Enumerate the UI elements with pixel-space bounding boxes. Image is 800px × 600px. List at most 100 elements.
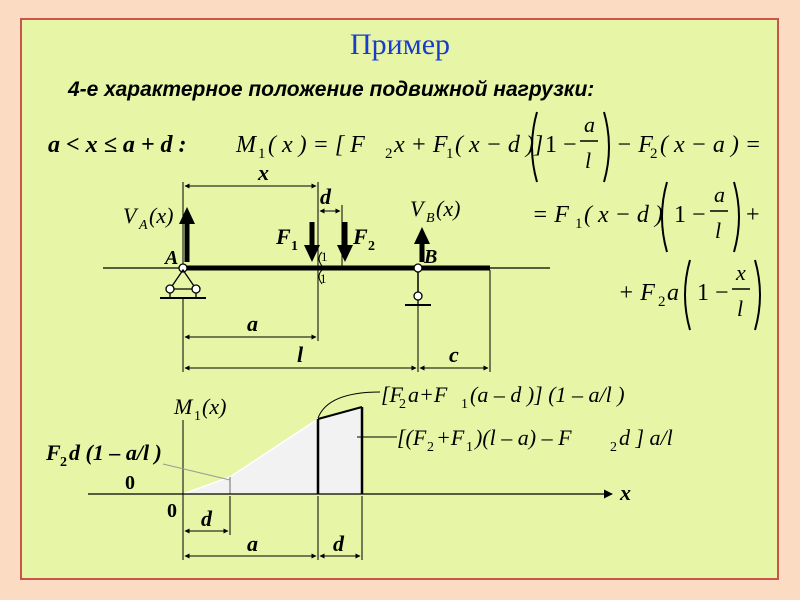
formula-line2-eq: = F [532,202,569,228]
dim-c-label: c [449,342,459,367]
formula-line3-num: x [735,260,746,285]
vb-arg: (x) [436,196,460,221]
formula-line2-arg: ( x − d ) [584,202,663,228]
formula-line3-a: a [667,280,679,306]
section-mark-top [318,251,323,267]
load-f1-head [304,245,320,262]
moment-title-m: M [173,394,194,419]
content-panel [20,18,779,580]
formula-line-1: a < x ≤ a + d : M 1 ( x ) = [ F 2 x + F … [48,111,761,183]
dim-l-label: l [297,342,304,367]
moment-area [183,407,362,494]
f1-sub: 1 [291,239,298,254]
f1-label: F [275,224,291,249]
formula-line3-den: l [737,296,743,321]
moment-label-mid-c: )(l – a) – F [473,425,572,450]
support-b-label: B [423,246,437,268]
va-label: V [123,203,139,228]
paren-right-1 [603,111,610,183]
formula-line2-plus: + [746,202,760,228]
moment-label-top-sub2: 2 [399,397,406,412]
paren-left-2 [661,181,668,253]
section-label-top: 1 [321,249,328,264]
va-sub: A [138,218,148,233]
formula-sub-2c: 2 [658,294,666,310]
formula-sub-1b: 1 [575,216,583,232]
formula-lhs-sub: 1 [258,146,266,162]
dim-d-label: d [320,184,332,209]
support-b-node [413,291,423,301]
support-a-node-left [165,284,175,294]
moment-label-left: F [45,440,61,465]
moment-label-mid: [(F [397,425,427,450]
dim-bottom-d1: d [201,506,213,531]
moment-label-top: [F [381,382,404,407]
formula-line3-one: 1 − [697,280,729,306]
moment-title-arg: (x) [202,394,226,419]
beam-scheme: x d A B V [103,160,550,372]
load-f2-head [337,245,353,262]
reaction-va-head [179,207,195,224]
formula-term1-arg: ( x − d )] [455,132,543,158]
section-label-bottom: 1 [320,271,327,286]
moment-label-top-a: a+F [408,382,448,407]
formula-sub-1a: 1 [446,146,454,162]
paren-right-2 [733,181,740,253]
slide-subtitle: 4-е характерное положение подвижной нагр… [68,78,595,101]
formula-term1-tail: x + F [393,132,448,158]
moment-label-top-sub1: 1 [461,397,468,412]
moment-diagram: x M 1 (x) 0 0 [F 2 a+F 1 (a – d )] (1 – … [45,382,673,560]
support-a-pin [178,263,188,273]
formula-frac-den: l [585,148,591,173]
formula-paren1-one: 1 − [545,132,577,158]
f2-sub: 2 [368,239,375,254]
dim-a-label: a [247,311,258,336]
vb-label: V [410,196,426,221]
formula-condition: a < x ≤ a + d : [48,132,187,158]
paren-right-3 [754,259,761,331]
formula-line2-num: a [714,182,725,207]
moment-zero-left: 0 [125,472,135,494]
moment-label-mid-sub2b: 2 [610,440,617,455]
moment-label-mid-b: +F [436,425,465,450]
formula-sub-2b: 2 [650,146,658,162]
f2-label: F [352,224,368,249]
reaction-vb-head [414,227,430,244]
dim-bottom-d2: d [333,531,345,556]
moment-x-label: x [619,480,631,505]
dim-x-label: x [257,160,269,185]
vb-sub: B [426,211,435,226]
moment-label-top-tail: (a – d )] (1 – a/l ) [470,382,625,407]
moment-label-left-sub2: 2 [60,455,67,470]
section-mark-bottom [318,269,323,285]
moment-zero-bottom: 0 [167,500,177,522]
moment-top-segment [317,406,363,420]
formula-line2-den: l [715,218,721,243]
leader-top [317,391,381,419]
va-arg: (x) [149,203,173,228]
formula-f2-arg: ( x − a ) = [660,132,761,158]
dim-bottom-a: a [247,531,258,556]
paren-left-3 [684,259,691,331]
formula-minus-f2: − F [616,132,653,158]
moment-label-mid-sub1: 1 [466,440,473,455]
leader-left [162,463,231,481]
slide-title: Пример [349,28,451,61]
paren-left-1 [531,111,538,183]
support-a-node-right [191,284,201,294]
moment-label-mid-tail: d ] a/l [619,425,673,450]
formula-line2-one: 1 − [674,202,706,228]
formula-line-2: = F 1 ( x − d ) 1 − a l + [532,181,760,253]
support-a-triangle [168,268,198,290]
moment-label-left-tail: d (1 – a/l ) [69,440,162,465]
formula-line3-plus: + F [618,280,655,306]
formula-lhs: M [235,132,258,158]
moment-title-sub: 1 [194,409,201,424]
moment-label-mid-sub2: 2 [427,440,434,455]
formula-frac-num: a [584,112,595,137]
formula-lhs-arg: ( x ) = [ F [268,132,365,158]
support-b-pin [413,263,423,273]
formula-sub-2a: 2 [385,146,393,162]
